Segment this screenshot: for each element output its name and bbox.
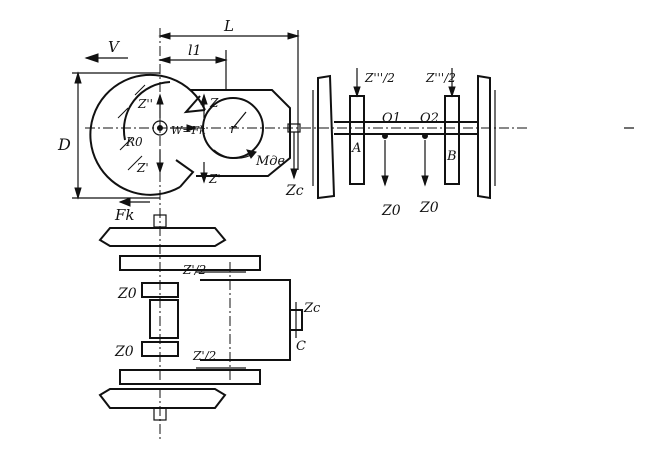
axle-view: Z'''/2 Z'''/2 O1 O2 A B Z0 Z0	[312, 68, 496, 219]
force-half-z-left-arrowhead	[353, 86, 361, 98]
wheel-hatch-3	[127, 155, 143, 171]
force-half-z-left-label: Z'''/2	[364, 71, 395, 85]
force-zp-arrowhead	[200, 172, 208, 184]
dim-l1-arrow-right	[215, 56, 228, 64]
dim-l1-label: l1	[188, 43, 201, 59]
force-z0-right-arrowhead	[421, 175, 429, 187]
o1-label: O1	[382, 111, 401, 126]
dim-l1-arrow-left	[158, 56, 171, 64]
wheel-hatch-1	[117, 107, 129, 119]
half-zp-bottom-label: Z'/2	[192, 349, 216, 363]
wheel-hatch-4	[134, 84, 146, 96]
point-c-label: C	[296, 339, 306, 354]
force-w-label: W=Fk	[171, 124, 206, 137]
force-z-label: Z	[209, 96, 219, 110]
force-zd-arrowhead	[156, 162, 164, 174]
motor-frame	[200, 279, 291, 361]
right-gear-block	[444, 95, 460, 185]
dim-L-label: L	[223, 17, 234, 35]
plan-view: Zc C Z0 Z0 Z'/2 Z'/2	[98, 127, 634, 421]
force-zd-label: Z'	[136, 161, 149, 175]
radius-r0-label: R0	[125, 135, 143, 149]
force-z0-left-label: Z0	[381, 203, 401, 219]
force-z0-right-label: Z0	[419, 200, 439, 216]
velocity-arrowhead	[84, 53, 99, 63]
gear-radius-line	[232, 111, 247, 129]
o2-point	[422, 133, 428, 139]
z0-plan-top-label: Z0	[117, 286, 137, 302]
wheel-inner-rim	[122, 81, 171, 141]
wheel-outline	[89, 73, 206, 196]
motor-moment-label: Mдв	[255, 154, 285, 169]
dim-D-label: D	[57, 135, 71, 154]
force-zc-label: Zc	[285, 183, 304, 199]
o1-point	[382, 133, 388, 139]
force-z-arrowhead	[200, 93, 208, 105]
dim-D-arrow-bottom	[74, 187, 82, 200]
left-gear-block	[349, 95, 365, 185]
motor-housing	[190, 89, 291, 177]
bottom-wheel	[98, 388, 227, 409]
force-fk-arrowhead	[118, 197, 131, 207]
right-wheel-rim	[477, 74, 491, 200]
force-zc-plan-label: Zc	[303, 301, 321, 316]
axle-bearing-top	[141, 282, 179, 298]
side-view: L l1 V D r Mдв	[57, 17, 530, 440]
top-gear-rim	[119, 255, 261, 271]
dim-L-arrow-right	[287, 32, 300, 40]
force-zc-arrowhead	[290, 168, 298, 180]
axle-bearing-bottom	[141, 341, 179, 357]
force-zdd-arrowhead	[156, 93, 164, 105]
dim-D-arrow-top	[74, 71, 82, 84]
velocity-label: V	[108, 38, 121, 56]
point-b-label: B	[446, 149, 457, 164]
dim-L-arrow-left	[158, 32, 171, 40]
force-half-z-right-label: Z'''/2	[425, 71, 456, 85]
wheel-center-point	[157, 125, 163, 131]
axle-end-bottom	[153, 407, 167, 421]
force-zp-label: Z'	[208, 172, 221, 186]
force-fk-label: Fk	[114, 206, 135, 224]
motor-moment-arrowhead	[246, 149, 257, 159]
half-zp-top-label: Z'/2	[182, 263, 206, 277]
force-w-arrowhead	[186, 124, 198, 132]
force-zdd-label: Z''	[137, 97, 153, 111]
z0-plan-bottom-label: Z0	[114, 344, 134, 360]
left-wheel-rim	[317, 74, 336, 200]
force-half-z-right-arrowhead	[448, 86, 456, 98]
gear-radius-label: r	[230, 122, 237, 137]
wheel-hatch-2	[119, 137, 133, 151]
wheel-hub	[152, 120, 168, 136]
point-a-label: A	[351, 141, 361, 156]
top-wheel	[98, 227, 227, 247]
force-z0-left-arrowhead	[381, 175, 389, 187]
axle-body-mid	[149, 299, 179, 339]
wheel-cut-lower	[175, 159, 195, 188]
o2-label: O2	[420, 111, 439, 126]
wheel-cut-upper	[183, 95, 206, 114]
bottom-gear-rim	[119, 369, 261, 385]
